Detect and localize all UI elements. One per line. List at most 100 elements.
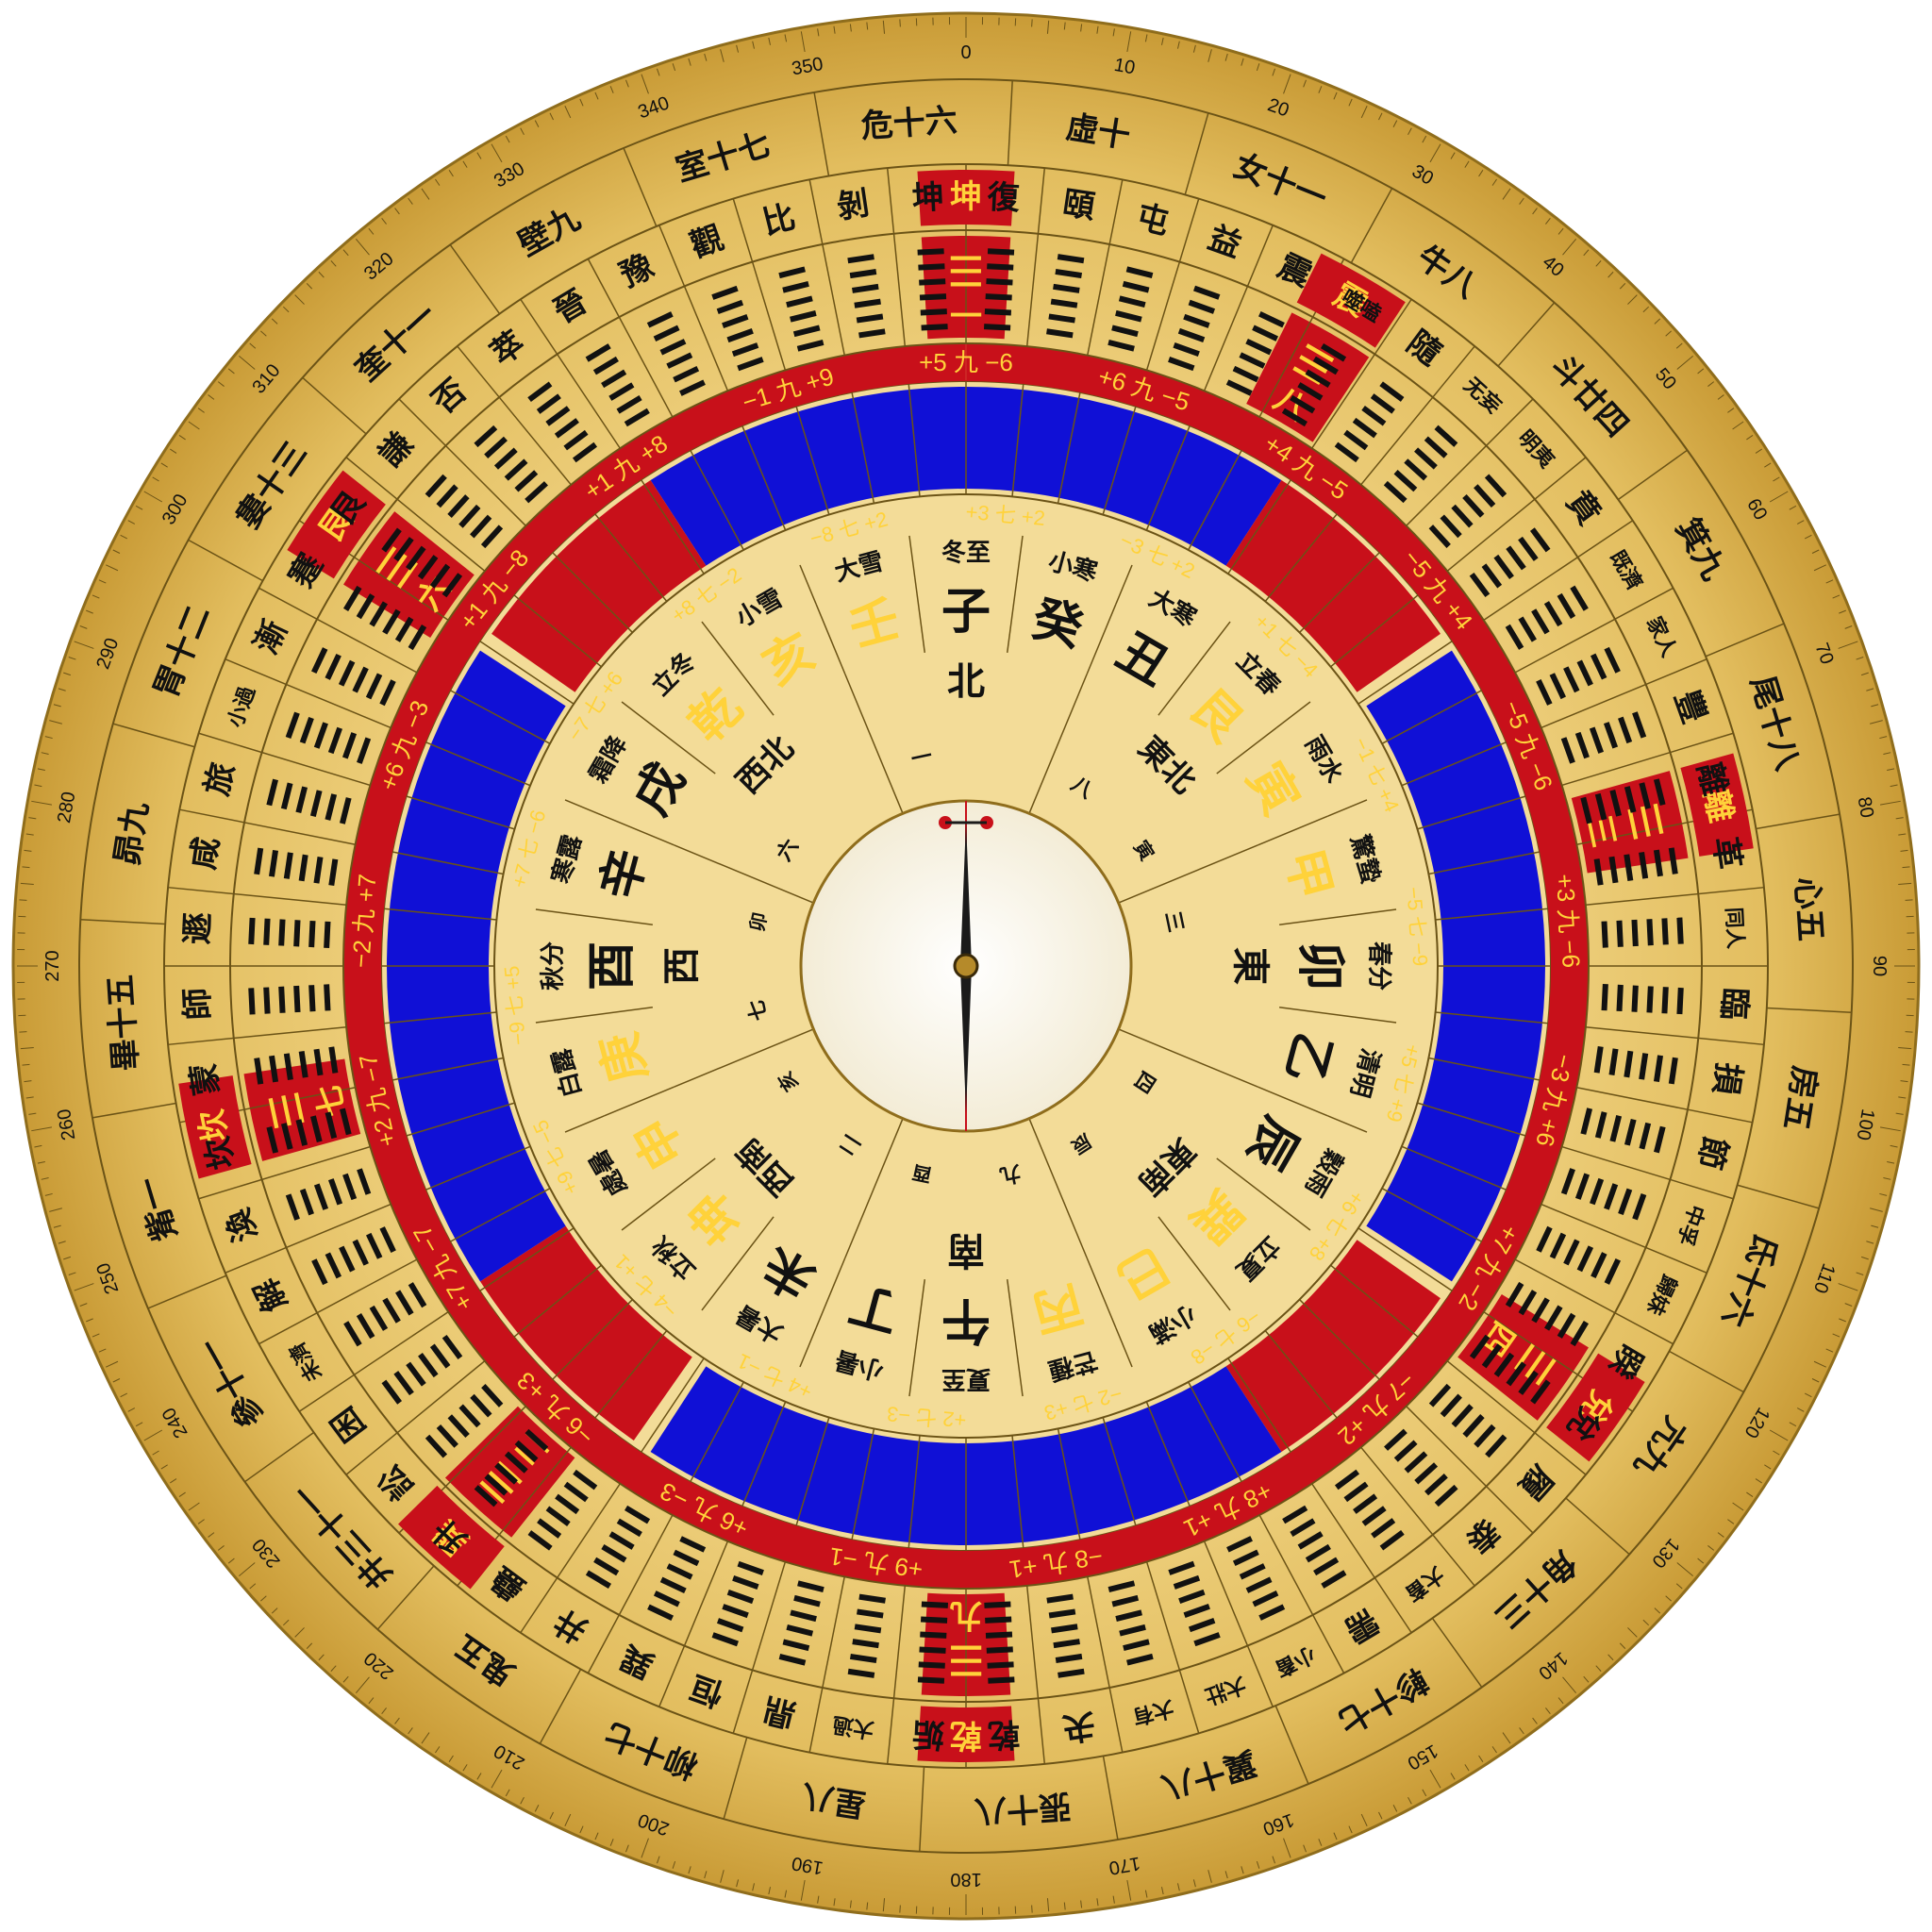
hexagram-yao — [266, 1126, 279, 1154]
hexagram-yao — [1055, 268, 1083, 279]
degree-tick — [135, 1422, 143, 1427]
hexagram-yao — [1379, 381, 1405, 402]
hexagram-yao — [357, 1168, 372, 1195]
degree-tick — [58, 1241, 66, 1244]
hexagram-yao — [381, 527, 402, 553]
matrix-block — [491, 480, 707, 692]
degree-tick — [20, 1046, 34, 1050]
hexagram-yao — [1320, 342, 1347, 362]
hexagram-yao — [716, 1618, 744, 1633]
degree-tick — [736, 1879, 740, 1888]
hexagram-yao — [1051, 1624, 1078, 1634]
hexagram-yao — [525, 1428, 549, 1452]
hexagram-yao — [1290, 394, 1316, 414]
hexagram-yao — [514, 470, 539, 492]
hexagram-yao — [918, 263, 945, 271]
hexagram-yao — [1590, 653, 1607, 680]
degree-tick — [1126, 1879, 1132, 1901]
solar-term-divider — [1275, 701, 1311, 728]
mountain-divider — [1158, 1216, 1206, 1277]
trigram-label-bg — [917, 170, 1015, 226]
hexagram-yao — [854, 298, 881, 308]
degree-tick — [330, 260, 337, 267]
hexagram-yao — [920, 1616, 948, 1624]
hexagram-yao — [920, 308, 947, 316]
yun-label: +5 九 −6 — [919, 348, 1013, 376]
lodge-divider — [1007, 80, 1013, 166]
hexagram-yao — [987, 263, 1014, 271]
degree-tick — [355, 1676, 370, 1693]
hexagram-yao — [1111, 1594, 1140, 1607]
degree-tick — [1519, 1727, 1524, 1735]
hexagram-yao — [1125, 266, 1154, 278]
hexagram-yao — [1118, 295, 1146, 308]
hexagram-divider — [1258, 1514, 1345, 1674]
direction-number: 一 — [909, 744, 935, 772]
matrix-divider — [1435, 1011, 1549, 1024]
solar-term-divider — [1016, 1354, 1024, 1397]
degree-tick — [1407, 1796, 1412, 1805]
hexagram-divider — [345, 1360, 486, 1475]
hexagram-yao — [1493, 1352, 1515, 1377]
hexagram-yao — [1352, 417, 1377, 439]
degree-label: 180 — [950, 1869, 981, 1890]
degree-tick — [1532, 1717, 1538, 1724]
degree-tick — [1557, 227, 1564, 235]
degree-tick — [1080, 1900, 1083, 1908]
degree-tick — [866, 1902, 869, 1910]
hexagram-yao — [983, 324, 1011, 331]
hexagram-yao — [263, 987, 271, 1014]
hexagram-yao — [343, 1321, 362, 1347]
mountain-divider — [655, 1158, 716, 1206]
hexagram-yao — [1440, 1393, 1462, 1418]
hexagram-yao — [608, 1531, 635, 1550]
degree-tick — [152, 1450, 159, 1456]
mountain-divider — [1279, 1006, 1355, 1018]
hexagram-yao — [1177, 327, 1206, 342]
hexagram-yao — [1193, 285, 1221, 300]
hexagram-yao — [1536, 679, 1553, 706]
hexagram-yao — [778, 266, 806, 279]
hexagram-yao — [585, 1570, 612, 1590]
degree-tick — [1804, 534, 1812, 540]
hexagram-yao — [987, 248, 1015, 256]
hexagram-yao — [1574, 1173, 1591, 1200]
solar-term-divider — [564, 799, 605, 817]
degree-tick — [1224, 53, 1228, 61]
degree-tick — [1746, 435, 1754, 441]
hexagram-divider — [398, 398, 526, 526]
degree-tick — [1883, 752, 1891, 755]
hexagram-yao — [436, 1424, 458, 1448]
solar-term-divider — [621, 1204, 657, 1231]
hexagram-yao — [1057, 254, 1085, 264]
matrix-divider — [1188, 449, 1242, 551]
lodge-divider — [243, 1431, 315, 1483]
hexagram-yao — [554, 418, 579, 439]
degree-tick — [1905, 899, 1913, 901]
direction-number: 七 — [744, 997, 772, 1023]
hexagram-yao — [616, 395, 642, 414]
hexagram-yao — [1639, 1053, 1649, 1080]
degree-tick — [271, 1607, 278, 1614]
hexagram-yao — [858, 1593, 886, 1604]
mountain-divider — [604, 815, 675, 846]
hexagram-yao — [1594, 792, 1607, 821]
mountain-divider — [914, 1279, 926, 1355]
mountain-divider — [726, 655, 774, 716]
hexagram-divider — [886, 1585, 907, 1764]
compass-needle[interactable] — [939, 816, 993, 1113]
degree-tick — [1627, 1627, 1638, 1638]
hexagram-yao — [601, 1544, 627, 1563]
hexagram-yao — [325, 1252, 342, 1279]
hexagram-yao — [1424, 1474, 1448, 1496]
degree-label: 0 — [960, 42, 971, 63]
hexagram-yao — [324, 984, 331, 1011]
solar-term-divider — [1275, 1204, 1311, 1231]
degree-tick — [342, 249, 349, 257]
degree-tick — [752, 41, 755, 49]
degree-tick — [1898, 882, 1912, 886]
degree-tick — [178, 435, 186, 441]
degree-tick — [1283, 1838, 1291, 1858]
hexagram-yao — [985, 1616, 1012, 1624]
hexagram-yao — [1668, 1057, 1678, 1085]
